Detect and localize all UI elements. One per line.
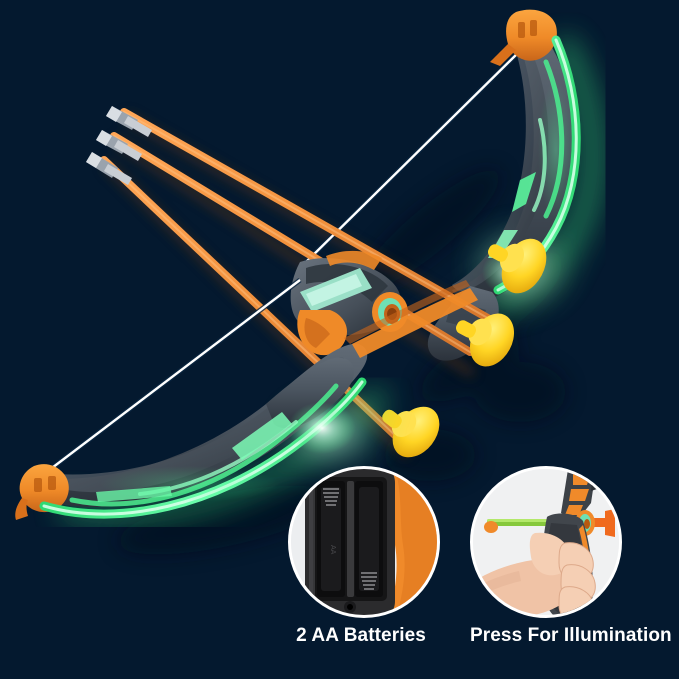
upper-tip-vent-2: [530, 20, 537, 36]
inset-illumination-circle: [470, 466, 622, 618]
battery-bay-1-marking: AA: [329, 545, 336, 555]
inset-illumination-label: Press For Illumination: [470, 625, 672, 646]
upper-tip-vent-1: [518, 22, 525, 38]
battery-spring-1: [323, 488, 339, 506]
demo-arrow-nock: [484, 521, 498, 533]
inset-battery-label: 2 AA Batteries: [296, 625, 426, 646]
demo-bow-limb: [561, 469, 605, 521]
battery-tray-divider: [347, 481, 354, 597]
arrow-1-nock: [106, 106, 152, 137]
upper-led-panel: [512, 172, 536, 212]
arrow-3-suction-tip: [382, 406, 440, 458]
center-sight-assembly: [290, 250, 408, 356]
arrow-2: [96, 130, 515, 367]
demo-arrow-tip-shaft: [591, 518, 607, 527]
lower-bow-riser: [266, 357, 354, 429]
sight-top-orange: [326, 250, 382, 270]
lower-tip-vent-1: [34, 478, 42, 492]
inset-illumination-demo: Press For Illumination: [470, 466, 672, 647]
arrow-2-suction-tip: [455, 313, 515, 367]
lower-bowstring: [43, 279, 301, 475]
lower-led-panel: [232, 412, 292, 460]
battery-spring-2: [361, 572, 377, 590]
demo-arrow-tip-cup: [605, 509, 615, 537]
demo-fingers: [558, 542, 596, 615]
upper-bow-lower-arm: [344, 280, 478, 358]
upper-tip-nose: [490, 44, 516, 66]
lower-tip-nose: [15, 498, 28, 520]
arrow-2-nock: [96, 130, 142, 161]
lower-bow-tip-cap: [19, 464, 69, 513]
demo-hand: [473, 532, 596, 615]
illumination-demo-illustration: [473, 469, 619, 615]
arrow-1: [106, 106, 547, 329]
inset-battery-compartment: AA 2 AA Batteries: [288, 466, 440, 647]
lower-bow: [15, 278, 393, 527]
battery-compartment-illustration: AA: [291, 469, 437, 615]
battery-housing-orange-panel: [387, 469, 437, 615]
upper-bow-limb-inner: [452, 44, 549, 292]
lower-tip-vent-2: [48, 476, 56, 490]
arrow-1-suction-tip: [487, 238, 547, 294]
inset-battery-circle: AA: [288, 466, 440, 618]
lower-bow-hotspot: [288, 402, 356, 454]
arrow-3-nock: [86, 152, 132, 185]
